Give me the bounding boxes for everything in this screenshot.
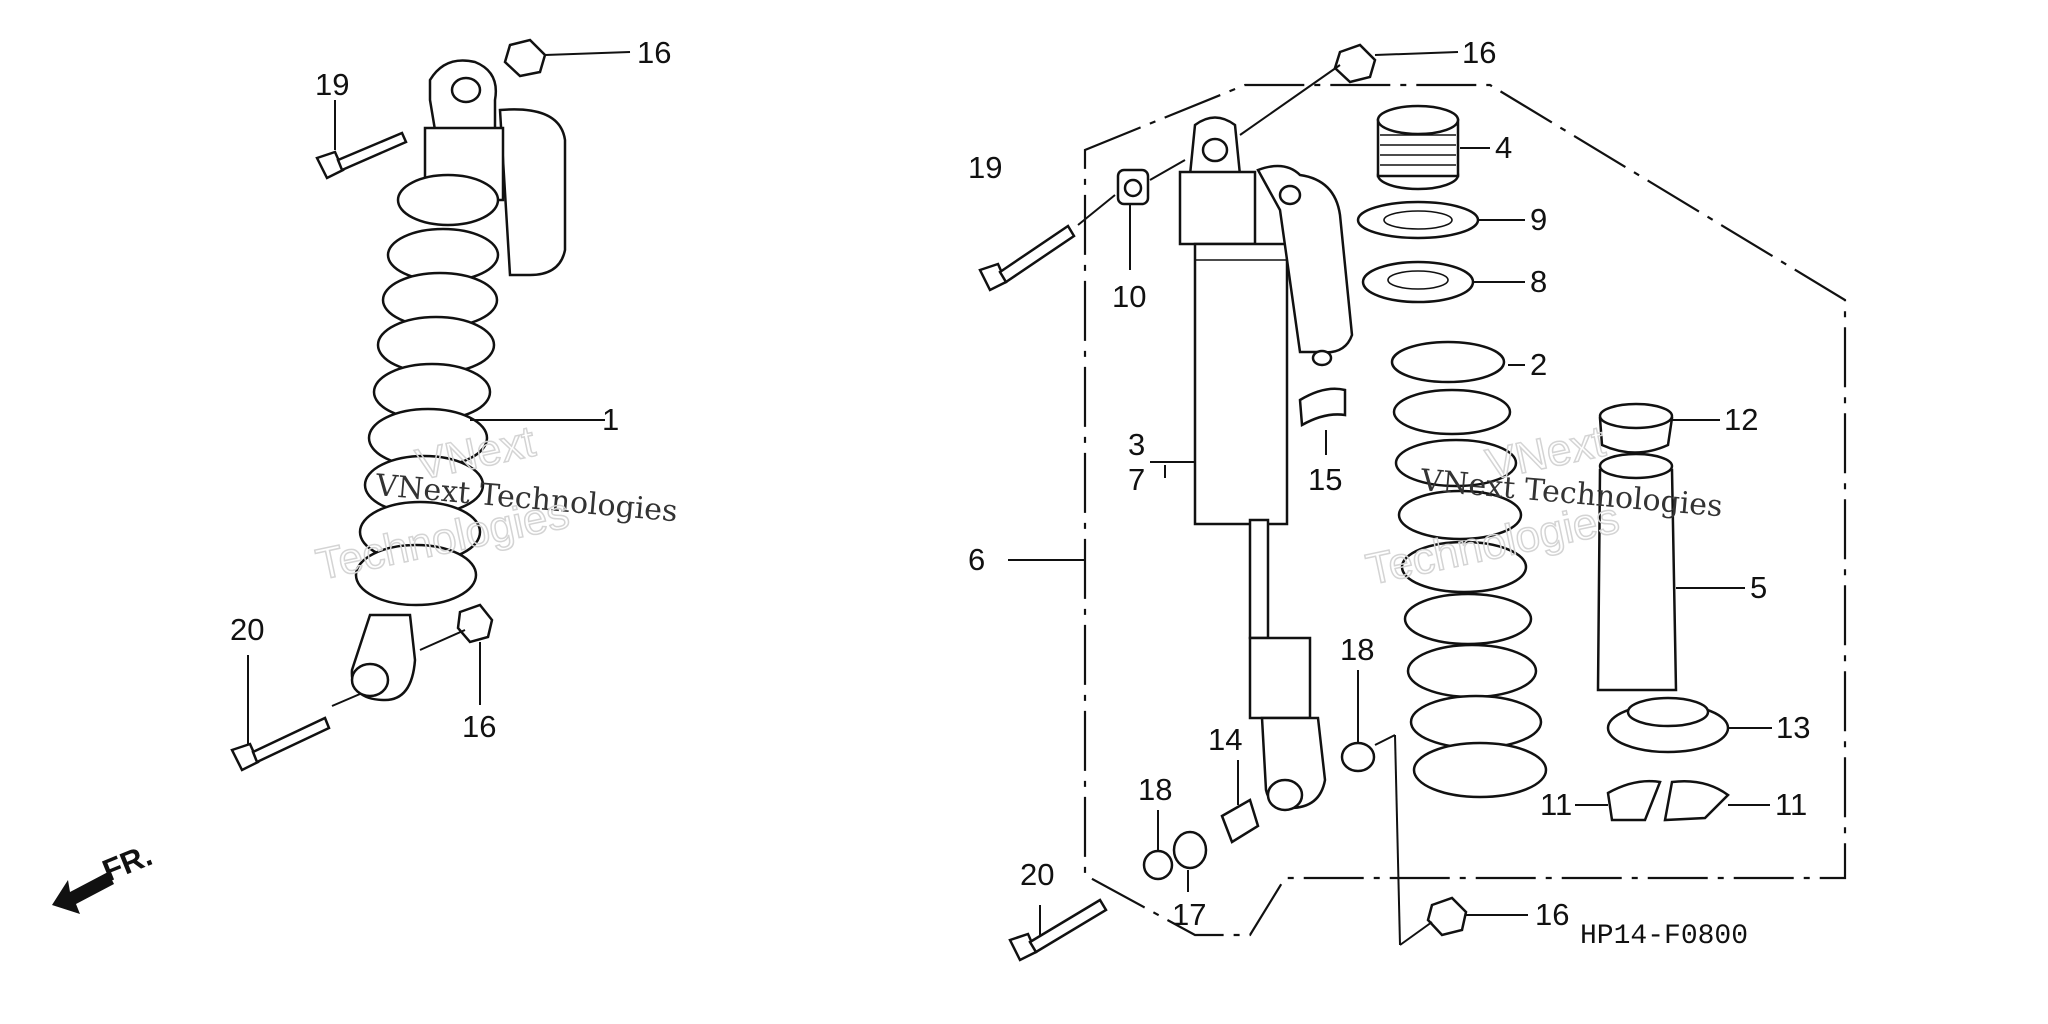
right-nut-16-top <box>1333 43 1377 84</box>
callout-15: 15 <box>1308 462 1342 497</box>
callout-left-1: 1 <box>602 402 619 437</box>
part-11-collar-right <box>1663 780 1730 822</box>
right-nut-16-bottom <box>1426 896 1468 937</box>
left-shock-assembly: 16 19 1 16 20 <box>230 35 671 772</box>
callout-17: 17 <box>1172 897 1206 932</box>
callout-8: 8 <box>1530 264 1547 299</box>
left-lower-eye <box>350 662 390 698</box>
diagram-code: HP14-F0800 <box>1580 921 1748 952</box>
part-2-spring <box>1390 340 1548 799</box>
part-15-strip <box>1298 387 1347 428</box>
left-spring <box>354 227 500 607</box>
front-direction-arrow: FR. <box>52 837 157 914</box>
callout-11-left: 11 <box>1540 787 1572 822</box>
left-spring-seat <box>396 173 500 227</box>
right-bolt-20 <box>1008 898 1108 962</box>
callout-11-right: 11 <box>1775 787 1807 822</box>
left-upper-eye <box>450 76 482 104</box>
part-18-seal-upper <box>1340 741 1376 773</box>
right-assembly: 16 4 9 8 2 12 5 13 11 11 19 10 3 7 6 15 … <box>968 35 1847 962</box>
left-bolt-20 <box>230 716 331 772</box>
callout-4: 4 <box>1495 130 1512 165</box>
callout-20: 20 <box>1020 857 1054 892</box>
part-18-seal-lower <box>1142 849 1174 881</box>
part-14-collar <box>1220 798 1260 844</box>
part-11-collar-left <box>1606 779 1662 822</box>
part-4-adjuster <box>1376 104 1460 191</box>
callout-16-bottom: 16 <box>1535 897 1569 932</box>
part-8-adjuster-nut <box>1361 260 1475 304</box>
left-reservoir <box>498 108 567 277</box>
part-9-lock-ring <box>1356 200 1480 240</box>
watermark-left: VNext VNext Technologies Technologies <box>311 416 679 590</box>
callout-14: 14 <box>1208 722 1242 757</box>
callout-7: 7 <box>1128 462 1145 497</box>
callout-19: 19 <box>968 150 1002 185</box>
assembly-boundary <box>1083 83 1847 937</box>
callout-2: 2 <box>1530 347 1547 382</box>
damper-unit <box>1178 116 1354 812</box>
callout-16-top: 16 <box>1462 35 1496 70</box>
callout-left-19: 19 <box>315 67 349 102</box>
callout-18-upper: 18 <box>1340 632 1374 667</box>
callout-6: 6 <box>968 542 985 577</box>
part-17-bushing <box>1172 830 1208 870</box>
callout-10: 10 <box>1112 279 1146 314</box>
callout-5: 5 <box>1750 570 1767 605</box>
callout-left-16-top: 16 <box>637 35 671 70</box>
left-nut-16-bottom <box>456 603 494 644</box>
left-nut-16-top <box>503 38 547 78</box>
callout-left-20: 20 <box>230 612 264 647</box>
right-bolt-19 <box>978 224 1076 292</box>
left-bolt-19 <box>315 131 408 180</box>
callout-3: 3 <box>1128 427 1145 462</box>
callout-left-16-bottom: 16 <box>462 709 496 744</box>
callout-18-lower: 18 <box>1138 772 1172 807</box>
callout-13: 13 <box>1776 710 1810 745</box>
callout-12: 12 <box>1724 402 1758 437</box>
callout-9: 9 <box>1530 202 1547 237</box>
arrow-icon <box>52 872 114 914</box>
